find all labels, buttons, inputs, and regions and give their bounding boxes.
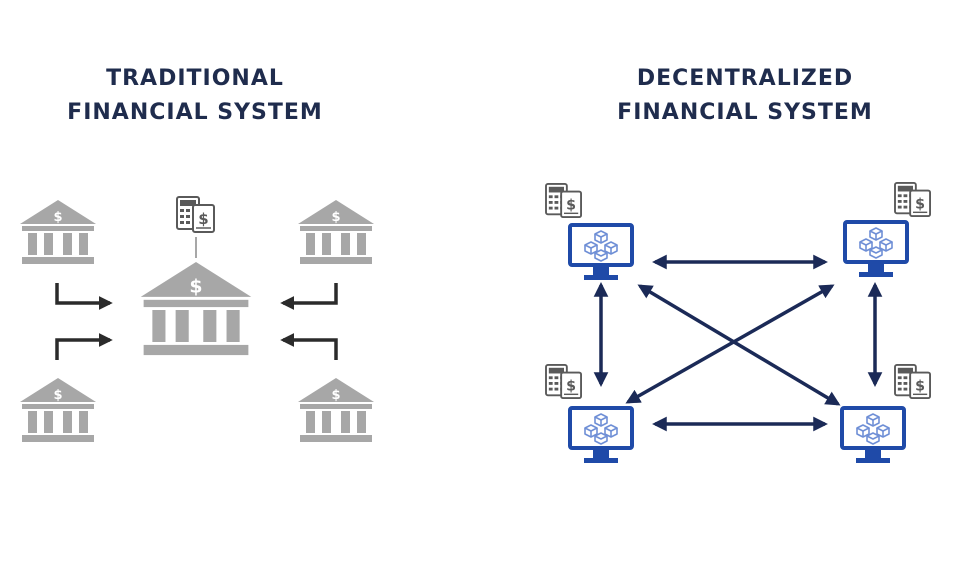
- connection-diagonal-1: [637, 284, 841, 406]
- ledger-icon-top-left: [545, 183, 583, 219]
- computer-node-icon-bottom-left: [568, 406, 634, 465]
- connection-diagonal-2: [625, 284, 835, 404]
- ledger-icon-top-right: [894, 182, 932, 218]
- arrow-top-right: [280, 283, 338, 310]
- decentralized-title: DECENTRALIZED FINANCIAL SYSTEM: [590, 62, 900, 130]
- traditional-title-line2: FINANCIAL SYSTEM: [67, 100, 323, 125]
- central-bank-icon: [140, 262, 252, 356]
- traditional-title-line1: TRADITIONAL: [106, 66, 284, 91]
- bank-icon-bottom-left: [20, 378, 96, 442]
- ledger-icon-bottom-right: [894, 364, 932, 400]
- bank-transfer-arrows: [55, 283, 338, 360]
- decentralized-title-line1: DECENTRALIZED: [636, 66, 854, 91]
- arrow-bottom-right: [280, 333, 338, 360]
- bank-icon-top-left: [20, 200, 96, 264]
- computer-node-icon-bottom-right: [840, 406, 906, 465]
- bank-icon-top-right: [298, 200, 374, 264]
- peer-connections: [593, 254, 883, 432]
- computer-node-icon-top-right: [843, 220, 909, 279]
- bank-icon-bottom-right: [298, 378, 374, 442]
- ledger-icon-bottom-left: [545, 364, 583, 400]
- arrow-bottom-left: [55, 333, 113, 360]
- computer-node-icon-top-left: [568, 223, 634, 282]
- central-ledger-icon: [176, 196, 215, 233]
- arrow-top-left: [55, 283, 113, 310]
- traditional-title: TRADITIONAL FINANCIAL SYSTEM: [60, 62, 330, 130]
- decentralized-title-line2: FINANCIAL SYSTEM: [617, 100, 873, 125]
